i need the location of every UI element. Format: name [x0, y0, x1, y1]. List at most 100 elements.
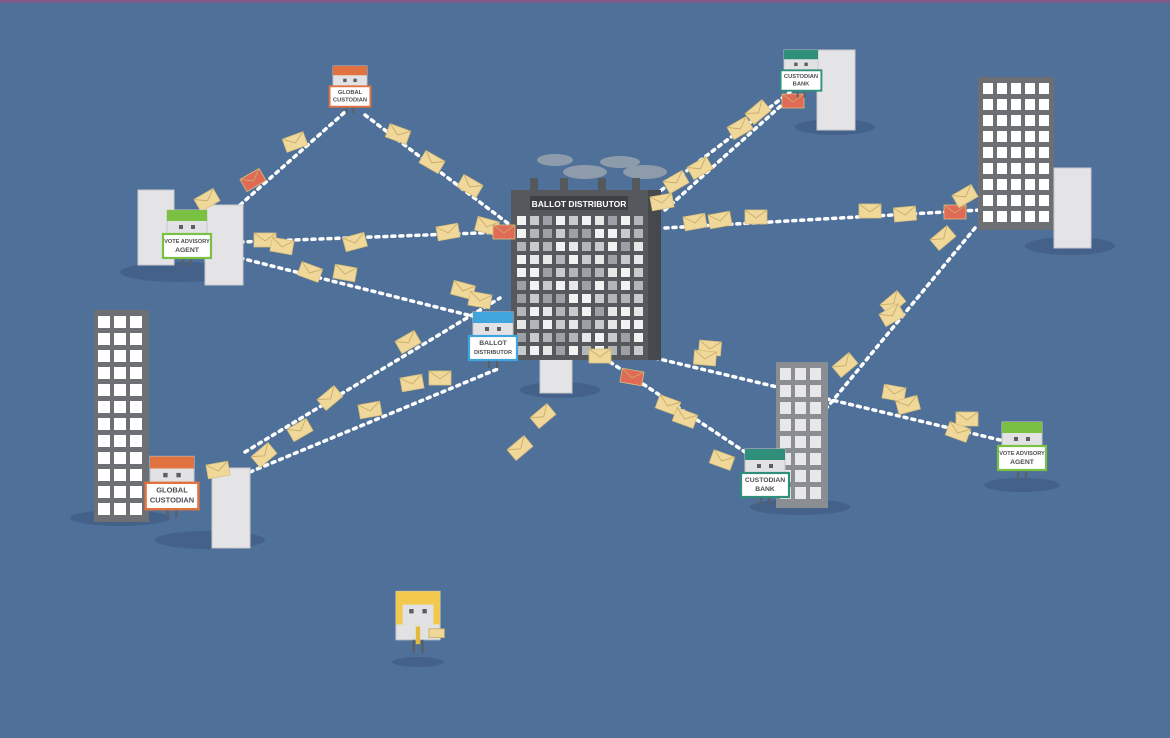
- window: [517, 255, 526, 264]
- envelope-icon: [662, 169, 690, 195]
- window: [595, 333, 604, 342]
- window: [810, 470, 821, 482]
- window: [114, 452, 126, 464]
- envelope-icon: [671, 407, 699, 429]
- window: [543, 268, 552, 277]
- window: [1039, 131, 1049, 142]
- envelope-icon: [316, 385, 344, 411]
- envelope-icon: [588, 348, 612, 364]
- window: [795, 368, 806, 380]
- window: [543, 333, 552, 342]
- window: [517, 333, 526, 342]
- window: [780, 402, 791, 414]
- envelope-icon: [881, 383, 907, 403]
- window: [556, 281, 565, 290]
- window: [569, 242, 578, 251]
- envelope-icon: [649, 192, 675, 212]
- window: [543, 294, 552, 303]
- envelope-icon: [394, 329, 422, 355]
- window: [543, 281, 552, 290]
- window: [114, 503, 126, 515]
- window: [130, 435, 142, 447]
- window: [608, 333, 617, 342]
- sign-text: CUSTODIAN: [333, 98, 367, 104]
- window: [1025, 115, 1035, 126]
- connection-line: [238, 256, 482, 320]
- smoke-icon: [537, 154, 667, 179]
- window: [530, 242, 539, 251]
- window: [795, 487, 806, 499]
- window: [634, 346, 643, 355]
- window: [98, 367, 110, 379]
- window: [608, 229, 617, 238]
- window: [569, 320, 578, 329]
- window: [517, 294, 526, 303]
- window: [1011, 211, 1021, 222]
- envelope-icon: [286, 417, 314, 443]
- window: [530, 320, 539, 329]
- envelope-icon: [529, 403, 557, 429]
- window: [582, 268, 591, 277]
- window: [608, 216, 617, 225]
- window: [569, 307, 578, 316]
- window: [114, 435, 126, 447]
- window: [1011, 179, 1021, 190]
- window: [569, 229, 578, 238]
- envelope-icon: [858, 203, 882, 219]
- envelope-icon: [296, 261, 324, 283]
- window: [1011, 115, 1021, 126]
- window: [983, 195, 993, 206]
- window: [543, 346, 552, 355]
- window: [556, 255, 565, 264]
- window: [983, 131, 993, 142]
- window: [569, 216, 578, 225]
- envelope-icon: [506, 435, 534, 461]
- envelope-icon: [281, 131, 309, 153]
- window: [582, 281, 591, 290]
- envelope-icon: [781, 93, 805, 109]
- window: [556, 307, 565, 316]
- window: [608, 281, 617, 290]
- window: [530, 294, 539, 303]
- window: [582, 333, 591, 342]
- window: [621, 333, 630, 342]
- window: [634, 216, 643, 225]
- envelope-icon: [955, 411, 979, 427]
- window: [795, 419, 806, 431]
- window: [997, 99, 1007, 110]
- window: [130, 418, 142, 430]
- window: [634, 281, 643, 290]
- window: [569, 268, 578, 277]
- window: [98, 435, 110, 447]
- window: [595, 320, 604, 329]
- window: [114, 316, 126, 328]
- window: [130, 503, 142, 515]
- ballot-distributor-building: BALLOT DISTRIBUTOR: [511, 154, 667, 360]
- window: [810, 368, 821, 380]
- window: [608, 307, 617, 316]
- building-title: BALLOT DISTRIBUTOR: [532, 199, 627, 209]
- window: [810, 436, 821, 448]
- window: [114, 333, 126, 345]
- window: [556, 333, 565, 342]
- tower-right: [978, 77, 1054, 230]
- window: [556, 320, 565, 329]
- window: [621, 255, 630, 264]
- window: [130, 333, 142, 345]
- sign-text: BANK: [755, 486, 775, 493]
- window: [1011, 163, 1021, 174]
- window: [608, 268, 617, 277]
- window: [795, 385, 806, 397]
- envelopes: [193, 93, 979, 480]
- window: [1025, 83, 1035, 94]
- window: [543, 307, 552, 316]
- window: [130, 367, 142, 379]
- window: [1025, 163, 1035, 174]
- window: [997, 83, 1007, 94]
- window: [582, 346, 591, 355]
- envelope-icon: [951, 183, 979, 209]
- envelope-icon: [878, 302, 906, 328]
- window: [582, 229, 591, 238]
